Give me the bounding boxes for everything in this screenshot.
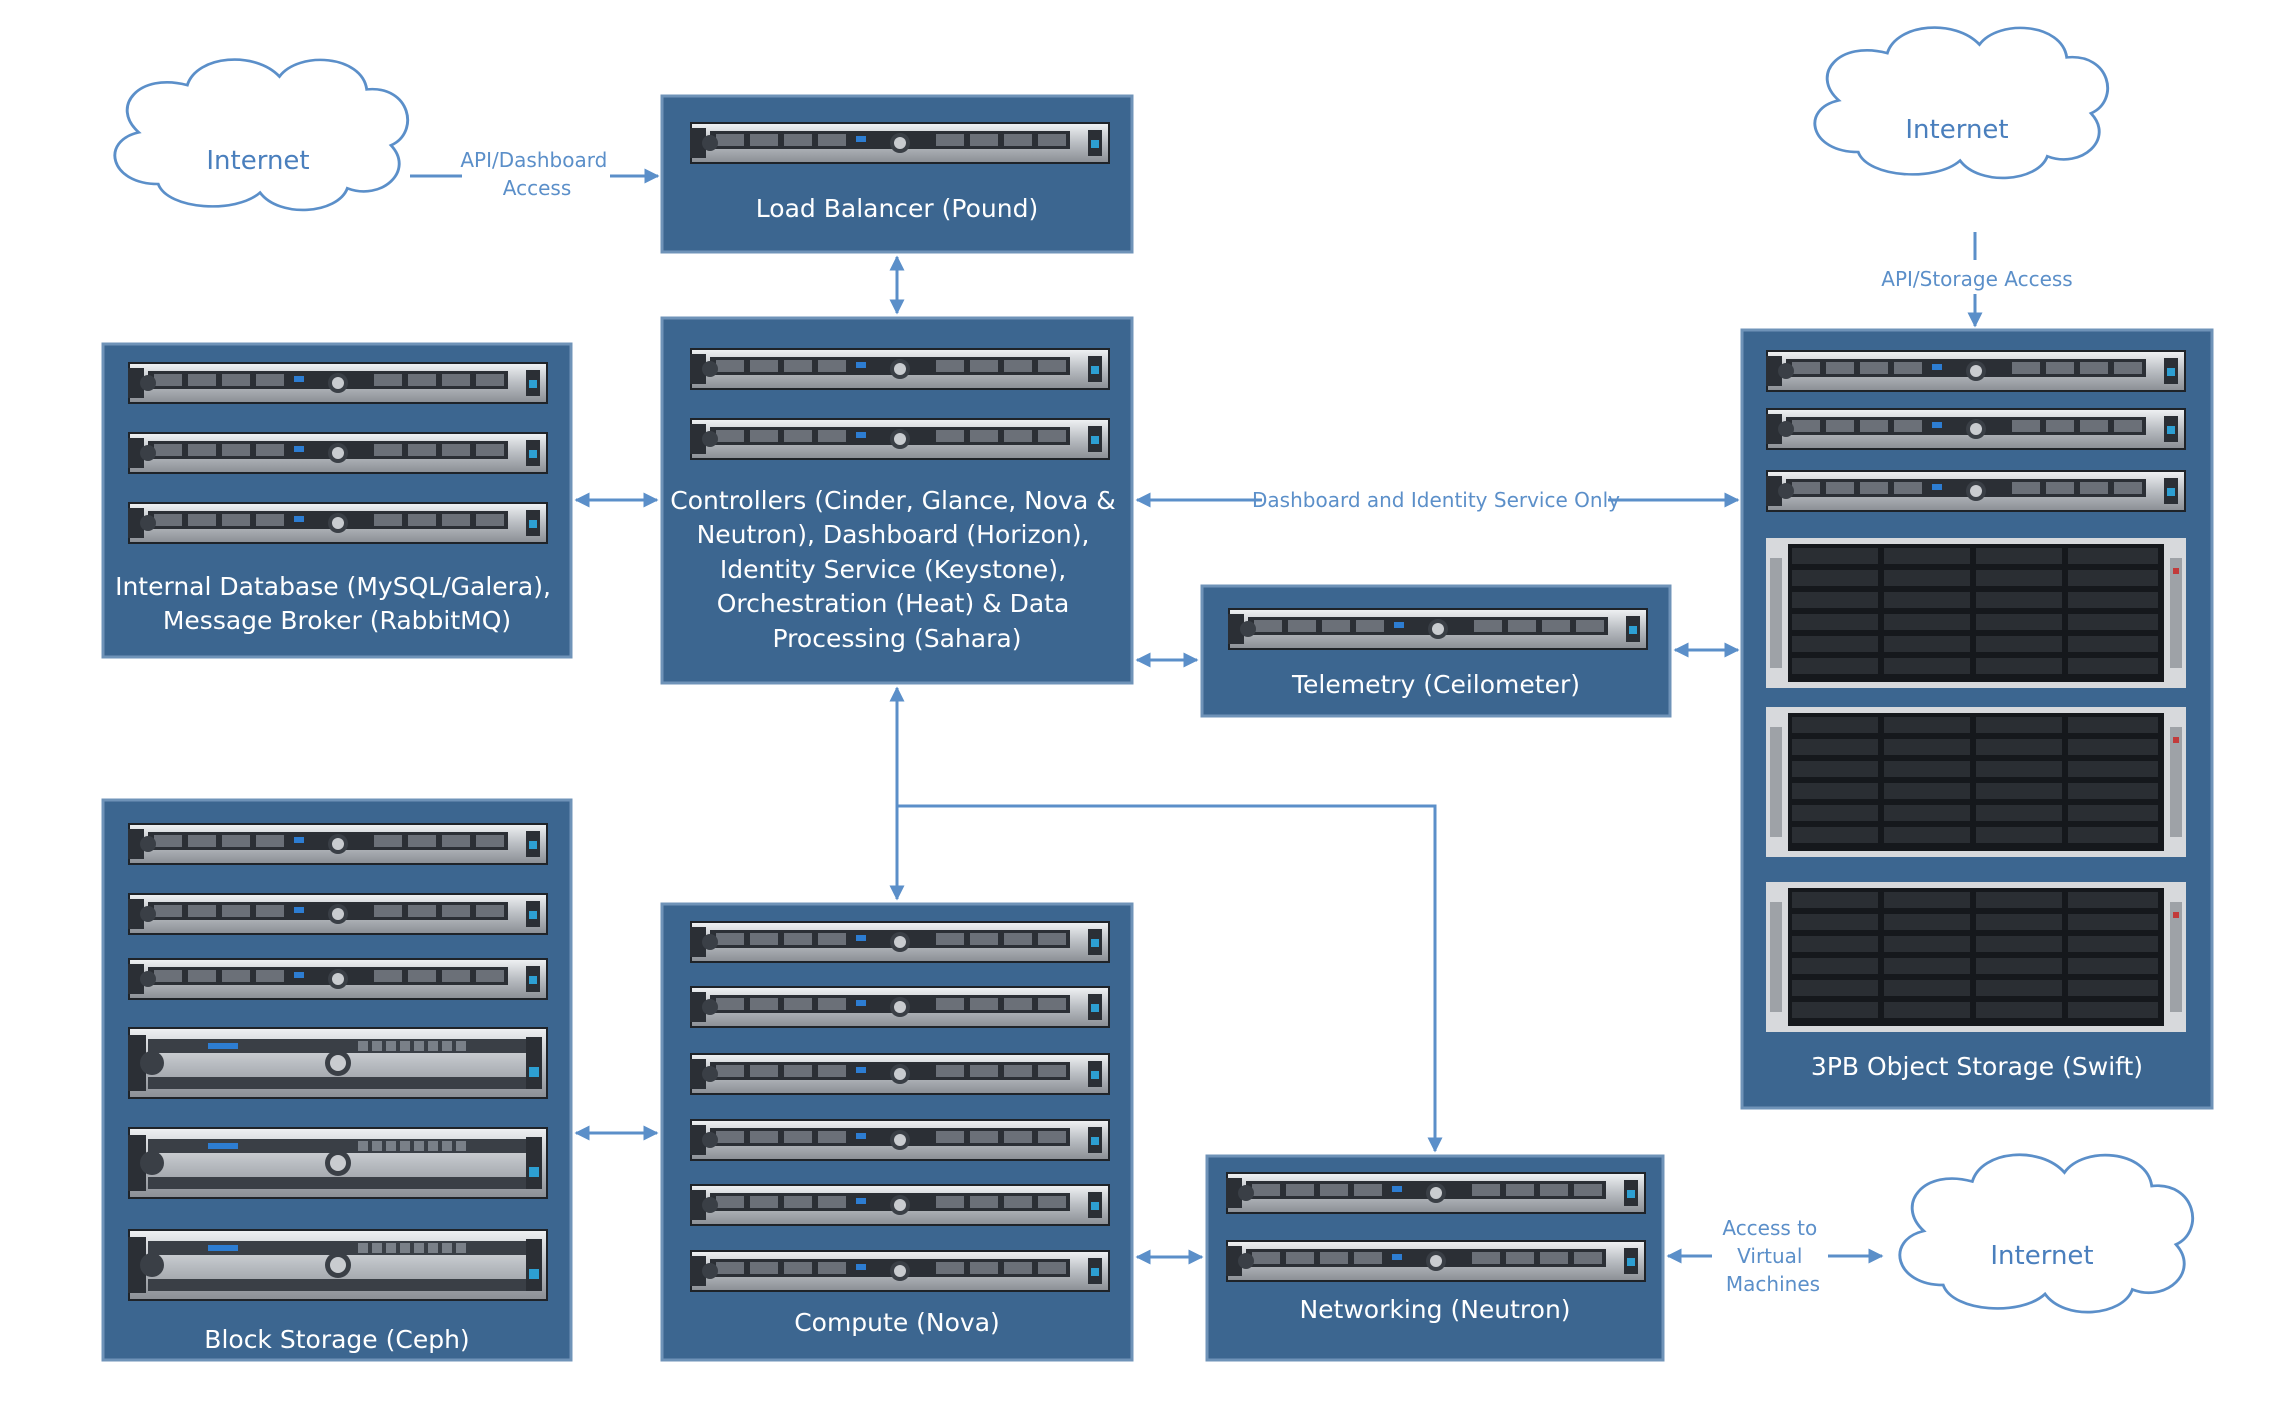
controllers-label-line: Processing (Sahara) xyxy=(773,624,1022,653)
load-balancer-label: Load Balancer (Pound) xyxy=(756,194,1038,223)
server-unit xyxy=(690,1184,1110,1226)
server-unit xyxy=(690,1250,1110,1292)
vm-access-label-line: Virtual xyxy=(1737,1244,1802,1268)
server-unit xyxy=(128,893,548,935)
storage-enclosure xyxy=(1766,882,2186,1032)
dashboard-identity-label: Dashboard and Identity Service Only xyxy=(1252,488,1620,512)
server-unit xyxy=(1766,350,2186,392)
api-storage-access-label: API/Storage Access xyxy=(1881,267,2072,291)
block-storage-node: Block Storage (Ceph) xyxy=(101,798,573,1362)
internal-database-label-line: Internal Database (MySQL/Galera), xyxy=(115,572,551,601)
server-unit xyxy=(1766,470,2186,512)
storage-server-unit xyxy=(128,1229,548,1301)
object-storage-label: 3PB Object Storage (Swift) xyxy=(1811,1052,2143,1081)
server-unit xyxy=(690,921,1110,963)
internal-database-label: Internal Database (MySQL/Galera), Messag… xyxy=(115,572,559,635)
vm-access-label: Access to Virtual Machines xyxy=(1722,1216,1823,1296)
internet-cloud-storage-label: Internet xyxy=(1905,115,2008,145)
api-dashboard-access-label-line: API/Dashboard xyxy=(460,148,607,172)
telemetry-label: Telemetry (Ceilometer) xyxy=(1291,670,1580,699)
server-unit xyxy=(128,362,548,404)
networking-label: Networking (Neutron) xyxy=(1299,1295,1570,1324)
storage-enclosure xyxy=(1766,707,2186,857)
block-storage-label: Block Storage (Ceph) xyxy=(204,1325,469,1354)
server-unit xyxy=(128,502,548,544)
edge-controllers-networking xyxy=(897,804,1443,1153)
controllers-label-line: Orchestration (Heat) & Data xyxy=(717,589,1070,618)
internal-database-node: Internal Database (MySQL/Galera), Messag… xyxy=(101,342,573,659)
vm-access-label-line: Access to xyxy=(1722,1216,1817,1240)
telemetry-node: Telemetry (Ceilometer) xyxy=(1200,584,1672,718)
storage-server-unit xyxy=(128,1127,548,1199)
networking-node: Networking (Neutron) xyxy=(1205,1154,1665,1362)
api-dashboard-access-label: API/Dashboard Access xyxy=(460,148,613,200)
compute-label: Compute (Nova) xyxy=(794,1308,1000,1337)
server-unit xyxy=(1226,1240,1646,1282)
controllers-label-line: Controllers (Cinder, Glance, Nova & xyxy=(670,486,1115,515)
storage-enclosure xyxy=(1766,538,2186,688)
vm-access-label-line: Machines xyxy=(1726,1272,1820,1296)
internet-cloud-vm xyxy=(1898,1153,2195,1314)
server-unit xyxy=(690,418,1110,460)
storage-server-unit xyxy=(128,1027,548,1099)
server-unit xyxy=(128,432,548,474)
server-unit xyxy=(1228,608,1648,650)
compute-node: Compute (Nova) xyxy=(660,902,1134,1362)
server-unit xyxy=(690,122,1110,164)
server-unit xyxy=(1226,1172,1646,1214)
controllers-node: Controllers (Cinder, Glance, Nova & Neut… xyxy=(660,316,1134,685)
controllers-label-line: Neutron), Dashboard (Horizon), xyxy=(697,520,1090,549)
server-unit xyxy=(128,958,548,1000)
server-unit xyxy=(690,1053,1110,1095)
internet-cloud-api xyxy=(113,58,410,212)
server-unit xyxy=(690,1119,1110,1161)
object-storage-node: 3PB Object Storage (Swift) xyxy=(1740,328,2214,1110)
server-unit xyxy=(128,823,548,865)
server-unit xyxy=(1766,408,2186,450)
internet-cloud-vm-label: Internet xyxy=(1990,1241,2093,1271)
api-dashboard-access-label-line: Access xyxy=(503,176,571,200)
internet-cloud-api-label: Internet xyxy=(206,146,309,176)
load-balancer-node: Load Balancer (Pound) xyxy=(660,94,1134,254)
internet-cloud-storage xyxy=(1813,26,2110,180)
server-unit xyxy=(690,348,1110,390)
controllers-label-line: Identity Service (Keystone), xyxy=(720,555,1066,584)
internal-database-label-line: Message Broker (RabbitMQ) xyxy=(163,606,511,635)
server-unit xyxy=(690,986,1110,1028)
controllers-label: Controllers (Cinder, Glance, Nova & Neut… xyxy=(670,486,1123,653)
